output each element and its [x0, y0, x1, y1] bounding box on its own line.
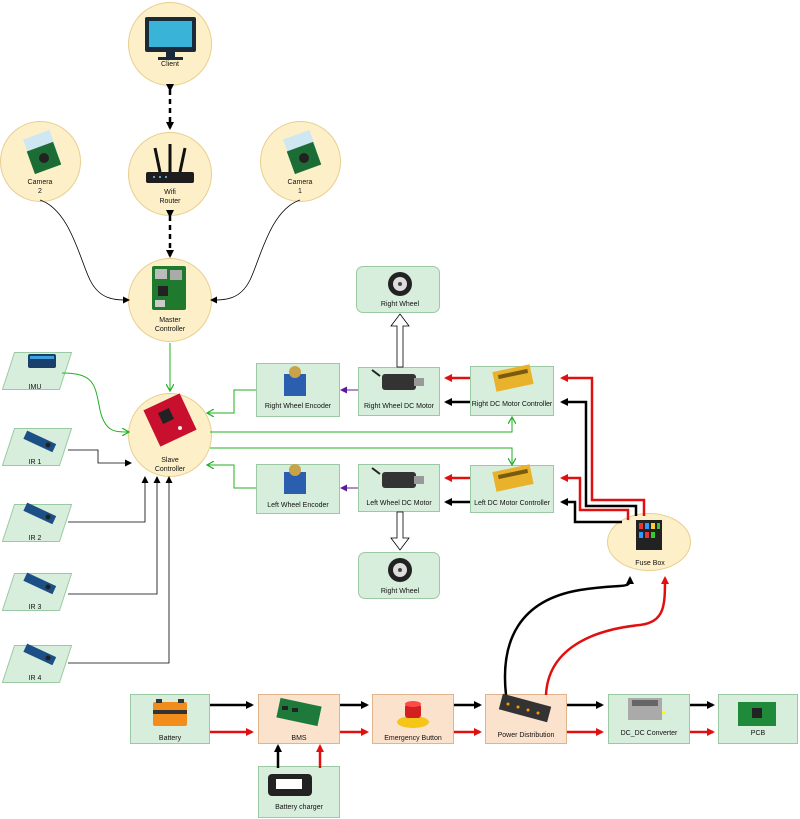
emergency-stop-icon: [397, 701, 429, 728]
motor-driver-icon: [492, 464, 534, 492]
pcb-label: PCB: [750, 730, 766, 737]
router-icon: [146, 144, 194, 183]
bms-label: BMS: [291, 735, 307, 742]
dc-motor-icon: [371, 369, 424, 390]
left-wheel-dc-motor-label: Left Wheel DC Motor: [366, 500, 432, 507]
slave-controller-label: Slave Controller: [154, 457, 186, 473]
wheel-icon: [388, 558, 412, 582]
battery-icon: [153, 699, 187, 726]
right-wheel-bottom-label: Right Wheel: [380, 588, 420, 595]
battery-charger-label: Battery charger: [275, 804, 323, 811]
connectors: [39, 84, 715, 768]
right-wheel-dc-motor-label: Right Wheel DC Motor: [363, 403, 435, 410]
camera-module-icon: [23, 129, 62, 175]
imu-label: IMU: [28, 384, 42, 391]
ir-1-label: IR 1: [28, 459, 42, 466]
client-label: Client: [161, 61, 179, 68]
dc-motor-icon: [371, 467, 424, 488]
left-dc-motor-controller-label: Left DC Motor Controller: [474, 500, 550, 507]
dc-dc-converter-label: DC_DC Converter: [620, 730, 678, 737]
fuse-box-label: Fuse Box: [635, 560, 665, 567]
wheel-icon: [388, 272, 412, 296]
right-dc-motor-controller-label: Right DC Motor Controller: [471, 401, 553, 408]
raspberry-pi-icon: [152, 266, 186, 310]
bms-board-icon: [276, 697, 322, 727]
right-wheel-encoder-label: Right Wheel Encoder: [264, 403, 332, 410]
ir-sensor-icon: [23, 572, 57, 595]
battery-label: Battery: [158, 735, 182, 742]
camera-1-label: Camera 1: [287, 179, 313, 195]
pcb-icon: [738, 702, 776, 726]
dc-converter-icon: [628, 698, 666, 720]
motor-driver-icon: [492, 364, 534, 392]
power-distribution-label: Power Distribution: [497, 732, 555, 739]
ir-sensor-icon: [23, 430, 57, 453]
charger-icon: [268, 774, 312, 796]
camera-2-label: Camera 2: [27, 179, 53, 195]
ir-sensor-icon: [23, 502, 57, 525]
fuse-block-icon: [636, 520, 662, 550]
camera-module-icon: [283, 129, 322, 175]
ir-4-label: IR 4: [28, 675, 42, 682]
ir-3-label: IR 3: [28, 604, 42, 611]
master-controller-label: Master Controller: [154, 317, 186, 333]
emergency-button-label: Emergency Button: [384, 735, 442, 742]
ir-sensor-icon: [23, 643, 57, 666]
microcontroller-board-icon: [143, 393, 197, 447]
power-distribution-icon: [498, 693, 552, 723]
potentiometer-encoder-icon: [284, 464, 306, 494]
wifi-router-label: Wifi Router: [159, 189, 181, 205]
monitor-icon: [145, 17, 196, 60]
ir-2-label: IR 2: [28, 535, 42, 542]
left-wheel-encoder-label: Left Wheel Encoder: [267, 502, 329, 509]
imu-sensor-icon: [28, 354, 56, 368]
potentiometer-encoder-icon: [284, 366, 306, 396]
right-wheel-top-label: Right Wheel: [380, 301, 420, 308]
